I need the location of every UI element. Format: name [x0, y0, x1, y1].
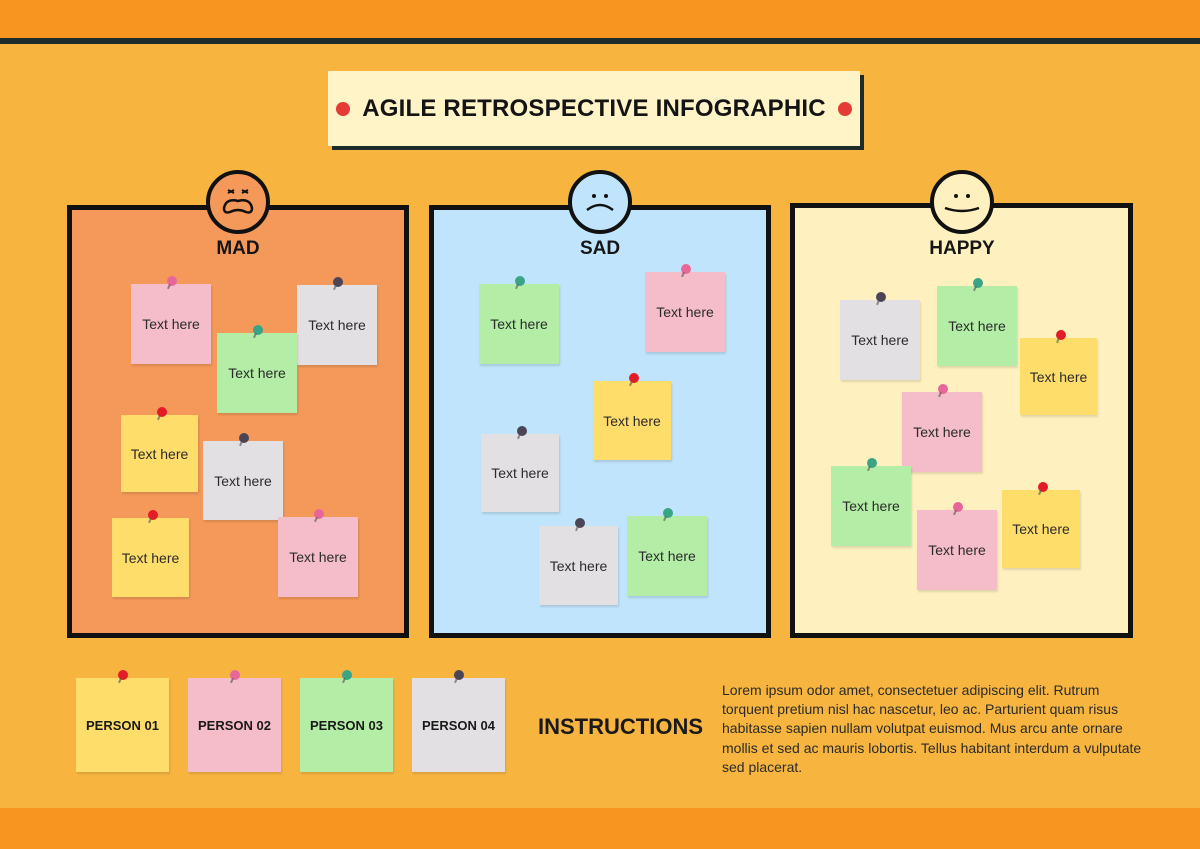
sticky-note[interactable]: Text here: [203, 433, 283, 520]
pushpin-icon: [230, 670, 240, 680]
person-02-note[interactable]: PERSON 02: [188, 670, 281, 772]
pushpin-icon: [681, 264, 691, 274]
pushpin-icon: [629, 373, 639, 383]
sticky-note[interactable]: Text here: [840, 292, 920, 380]
sticky-note[interactable]: Text here: [539, 518, 618, 605]
pushpin-icon: [314, 509, 324, 519]
sticky-note[interactable]: Text here: [121, 407, 198, 492]
dot-icon: [837, 101, 852, 116]
pushpin-icon: [333, 277, 343, 287]
sticky-note[interactable]: Text here: [479, 276, 559, 364]
sticky-note[interactable]: Text here: [481, 426, 559, 512]
sticky-note[interactable]: Text here: [131, 276, 211, 364]
sticky-note[interactable]: Text here: [593, 373, 671, 460]
pushpin-icon: [157, 407, 167, 417]
instructions-heading: INSTRUCTIONS: [538, 714, 703, 739]
sticky-note[interactable]: Text here: [278, 509, 358, 597]
happy-label: HAPPY: [929, 238, 995, 259]
pushpin-icon: [239, 433, 249, 443]
angry-face-icon: [206, 170, 270, 234]
sticky-note[interactable]: Text here: [831, 458, 911, 546]
pushpin-icon: [575, 518, 585, 528]
top-divider-line: [0, 38, 1200, 44]
sticky-note[interactable]: Text here: [297, 277, 377, 365]
pushpin-icon: [867, 458, 877, 468]
pushpin-icon: [517, 426, 527, 436]
pushpin-icon: [1056, 330, 1066, 340]
top-band: [0, 0, 1200, 38]
sticky-note[interactable]: Text here: [937, 278, 1017, 366]
sticky-note[interactable]: Text here: [217, 325, 297, 413]
pushpin-icon: [118, 670, 128, 680]
pushpin-icon: [953, 502, 963, 512]
pushpin-icon: [515, 276, 525, 286]
sticky-note[interactable]: Text here: [902, 384, 982, 472]
pushpin-icon: [454, 670, 464, 680]
instructions-body: Lorem ipsum odor amet, consectetuer adip…: [722, 682, 1142, 775]
pushpin-icon: [973, 278, 983, 288]
sad-label: SAD: [579, 238, 621, 259]
sticky-note[interactable]: Text here: [627, 508, 707, 596]
bottom-band: [0, 808, 1200, 849]
sticky-note[interactable]: Text here: [112, 510, 189, 597]
pushpin-icon: [148, 510, 158, 520]
happy-face-icon: [930, 170, 994, 234]
pushpin-icon: [167, 276, 177, 286]
pushpin-icon: [342, 670, 352, 680]
person-01-note[interactable]: PERSON 01: [76, 670, 169, 772]
pushpin-icon: [1038, 482, 1048, 492]
sticky-note[interactable]: Text here: [917, 502, 997, 590]
page-title: AGILE RETROSPECTIVE INFOGRAPHIC: [362, 94, 826, 122]
pushpin-icon: [938, 384, 948, 394]
title-banner: AGILE RETROSPECTIVE INFOGRAPHIC: [328, 71, 860, 146]
dot-icon: [336, 101, 351, 116]
pushpin-icon: [876, 292, 886, 302]
sticky-note[interactable]: Text here: [1020, 330, 1097, 415]
pushpin-icon: [253, 325, 263, 335]
sticky-note[interactable]: Text here: [645, 264, 725, 352]
person-03-note[interactable]: PERSON 03: [300, 670, 393, 772]
pushpin-icon: [663, 508, 673, 518]
sticky-note[interactable]: Text here: [1002, 482, 1080, 568]
sad-face-icon: [568, 170, 632, 234]
person-04-note[interactable]: PERSON 04: [412, 670, 505, 772]
mad-label: MAD: [216, 238, 260, 259]
